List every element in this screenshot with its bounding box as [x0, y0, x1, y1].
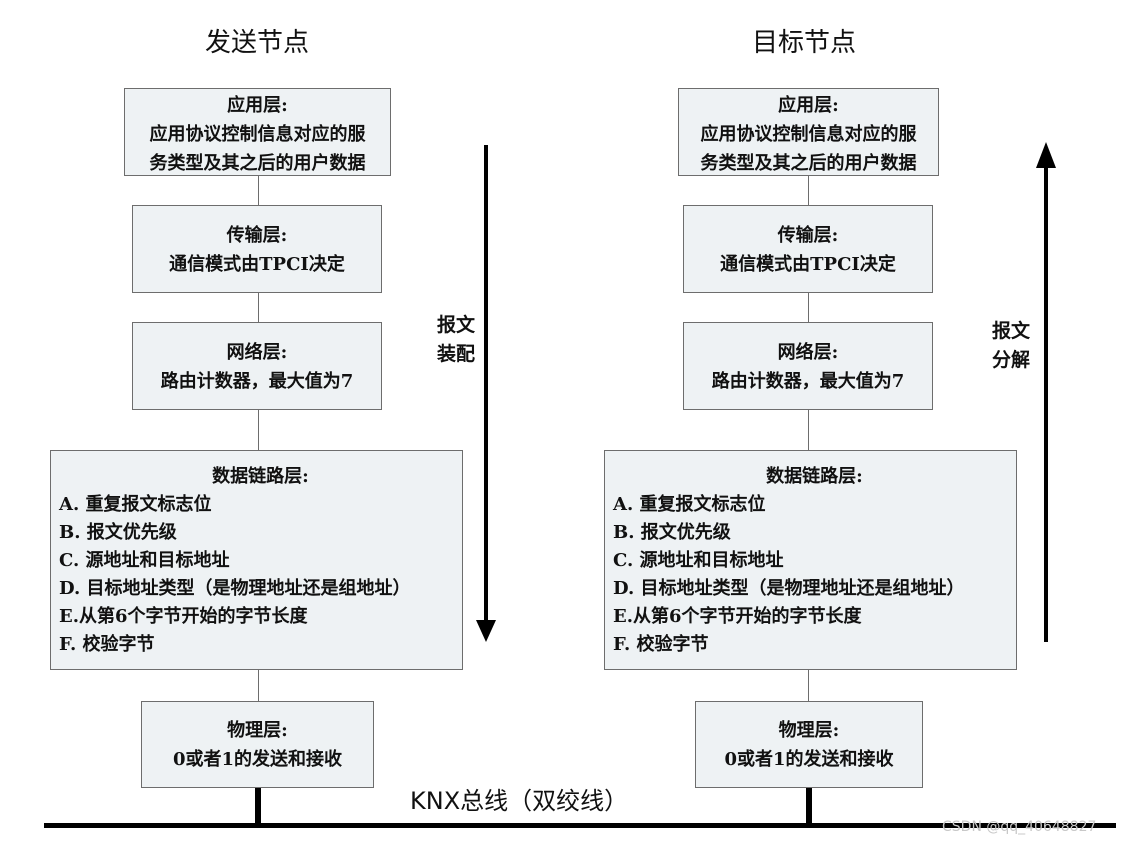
sender-physical-layer-head: 物理层:	[227, 720, 288, 741]
target-connector-transport-network	[808, 293, 809, 322]
knx-bus-line	[44, 823, 1116, 828]
target-network-layer-line-1: 路由计数器，最大值为7	[711, 371, 905, 392]
target-physical-layer-line-1: 0或者1的发送和接收	[724, 749, 894, 770]
watermark: CSDN @qq_40648827	[942, 819, 1097, 835]
sender-app-layer-box: 应用层: 应用协议控制信息对应的服 务类型及其之后的用户数据	[124, 88, 391, 176]
target-connector-app-transport	[808, 176, 809, 205]
target-transport-layer-head: 传输层:	[777, 225, 839, 246]
sender-connector-app-transport	[258, 176, 259, 205]
target-app-layer-head: 应用层:	[778, 95, 839, 116]
target-network-layer-head: 网络层:	[777, 342, 839, 363]
sender-app-layer-head: 应用层:	[227, 95, 288, 116]
sender-datalink-item-b: B. 报文优先级	[59, 522, 177, 543]
sender-datalink-item-c: C. 源地址和目标地址	[59, 550, 230, 571]
target-transport-layer-box: 传输层: 通信模式由TPCI决定	[683, 205, 933, 293]
target-datalink-layer-head: 数据链路层:	[766, 466, 863, 487]
disassembly-arrow-label-line-1: 报文	[992, 320, 1031, 342]
disassembly-arrow-label: 报文 分解	[992, 317, 1030, 375]
target-datalink-item-f: F. 校验字节	[613, 634, 709, 655]
sender-connector-network-datalink	[258, 410, 259, 450]
sender-datalink-layer-box: 数据链路层: A. 重复报文标志位 B. 报文优先级 C. 源地址和目标地址 D…	[50, 450, 463, 670]
sender-network-layer-head: 网络层:	[226, 342, 288, 363]
assembly-down-arrow	[476, 145, 496, 642]
sender-datalink-layer-head: 数据链路层:	[212, 466, 309, 487]
target-app-layer-line-2: 务类型及其之后的用户数据	[700, 153, 917, 174]
bus-label: KNX总线（双绞线）	[410, 787, 629, 815]
target-datalink-item-c: C. 源地址和目标地址	[613, 550, 784, 571]
sender-connector-datalink-physical	[258, 670, 259, 701]
sender-datalink-item-f: F. 校验字节	[59, 634, 155, 655]
target-app-layer-box: 应用层: 应用协议控制信息对应的服 务类型及其之后的用户数据	[678, 88, 939, 176]
sender-app-layer-line-2: 务类型及其之后的用户数据	[149, 153, 366, 174]
sender-network-layer-box: 网络层: 路由计数器，最大值为7	[132, 322, 382, 410]
sender-network-layer-line-1: 路由计数器，最大值为7	[160, 371, 354, 392]
assembly-arrow-label-line-1: 报文	[437, 314, 476, 336]
target-datalink-item-b: B. 报文优先级	[613, 522, 731, 543]
target-app-layer-line-1: 应用协议控制信息对应的服	[700, 124, 917, 145]
disassembly-arrow-label-line-2: 分解	[992, 349, 1031, 371]
sender-transport-layer-line-1: 通信模式由TPCI决定	[169, 254, 345, 275]
target-title: 目标节点	[752, 28, 857, 58]
target-datalink-item-d: D. 目标地址类型（是物理地址还是组地址）	[613, 578, 965, 599]
target-physical-layer-box: 物理层: 0或者1的发送和接收	[695, 701, 923, 788]
assembly-arrow-label: 报文 装配	[437, 311, 475, 369]
target-network-layer-box: 网络层: 路由计数器，最大值为7	[683, 322, 933, 410]
sender-datalink-item-e: E.从第6个字节开始的字节长度	[59, 606, 308, 627]
sender-title: 发送节点	[205, 28, 310, 58]
sender-connector-transport-network	[258, 293, 259, 322]
target-connector-datalink-physical	[808, 670, 809, 701]
assembly-arrow-label-line-2: 装配	[437, 343, 476, 365]
sender-physical-layer-line-1: 0或者1的发送和接收	[172, 749, 343, 770]
sender-transport-layer-box: 传输层: 通信模式由TPCI决定	[132, 205, 382, 293]
target-physical-layer-head: 物理层:	[778, 720, 840, 741]
sender-datalink-item-a: A. 重复报文标志位	[59, 494, 212, 515]
target-datalink-layer-box: 数据链路层: A. 重复报文标志位 B. 报文优先级 C. 源地址和目标地址 D…	[604, 450, 1017, 670]
target-bus-stub	[806, 788, 812, 825]
target-connector-network-datalink	[808, 410, 809, 450]
sender-app-layer-line-1: 应用协议控制信息对应的服	[149, 124, 366, 145]
sender-transport-layer-head: 传输层:	[226, 225, 288, 246]
target-transport-layer-line-1: 通信模式由TPCI决定	[720, 254, 896, 275]
sender-bus-stub	[255, 788, 261, 825]
disassembly-up-arrow	[1036, 142, 1056, 642]
sender-datalink-item-d: D. 目标地址类型（是物理地址还是组地址）	[59, 578, 411, 599]
sender-physical-layer-box: 物理层: 0或者1的发送和接收	[141, 701, 374, 788]
target-datalink-item-e: E.从第6个字节开始的字节长度	[613, 606, 862, 627]
target-datalink-item-a: A. 重复报文标志位	[613, 494, 766, 515]
